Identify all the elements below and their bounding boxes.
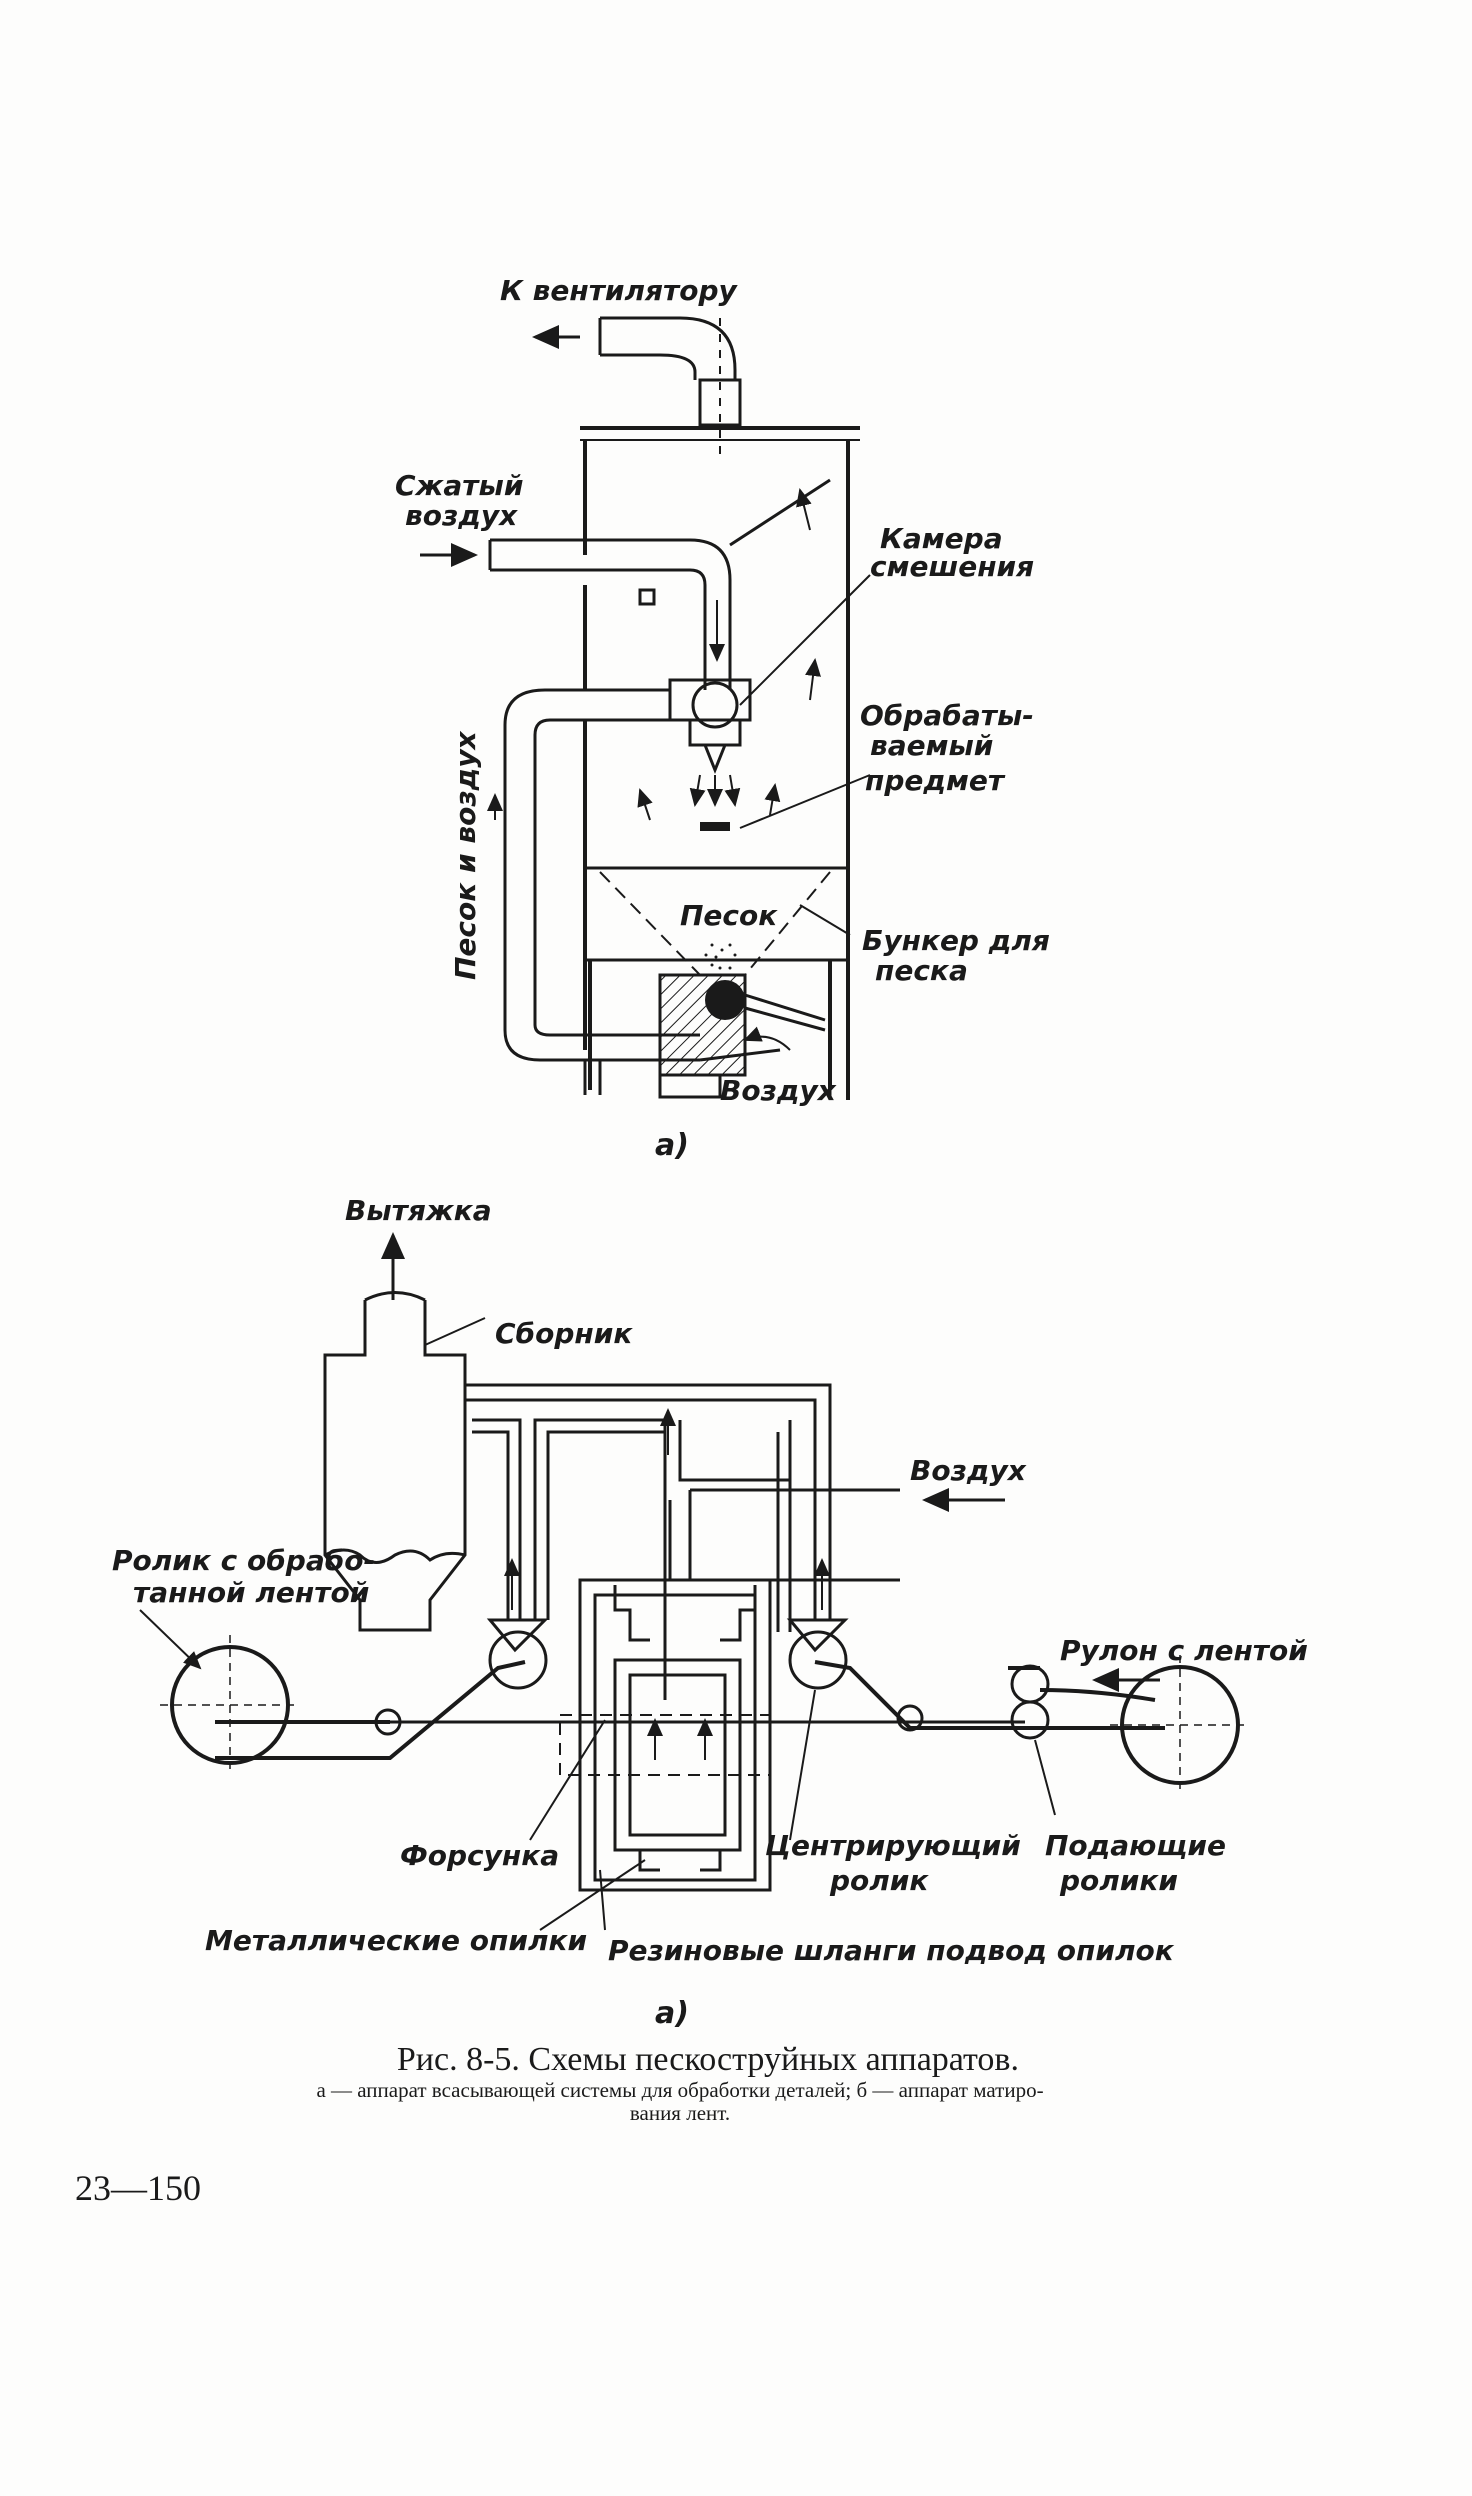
tape	[215, 1660, 1165, 1760]
collector	[323, 1291, 467, 1632]
ejector	[658, 973, 826, 1099]
label-exhaust: Вытяжка	[345, 1194, 492, 1227]
diagram-b: Вытяжка Сборник Воздух Ролик с обрабо- т…	[112, 1194, 1308, 2031]
label-sand: Песок	[680, 899, 778, 932]
label-air-b: Воздух	[910, 1454, 1027, 1487]
label-metal-filings: Металлические опилки	[205, 1924, 587, 1957]
caption-note-2: вания лент.	[630, 2101, 730, 2125]
sand-dots	[704, 943, 737, 970]
caption-title: Рис. 8-5. Схемы пескоструйных аппаратов.	[397, 2041, 1019, 2078]
legs	[583, 1060, 832, 1100]
guide-roller-left	[374, 1708, 402, 1736]
label-roll-with-tape: Рулон с лентой	[1060, 1634, 1308, 1667]
label-sand-hopper-1: Бункер для	[862, 924, 1050, 957]
mixing-chamber	[668, 678, 752, 775]
label-sand-and-air: Песок и воздух	[449, 731, 482, 980]
sand-hopper	[585, 866, 851, 976]
caption: Рис. 8-5. Схемы пескоструйных аппаратов.…	[316, 2041, 1043, 2125]
label-feed-rollers-1: Подающие	[1045, 1829, 1226, 1862]
centering-roller-left	[488, 1630, 548, 1690]
cabinet	[580, 426, 860, 1100]
label-workpiece-2: ваемый	[870, 729, 993, 762]
centering-roller-right	[788, 1630, 848, 1690]
label-collector: Сборник	[495, 1317, 633, 1350]
label-sand-hopper-2: песка	[875, 954, 968, 987]
label-workpiece-1: Обрабаты-	[860, 699, 1034, 732]
caption-note-1: а — аппарат всасывающей системы для обра…	[316, 2078, 1043, 2102]
panel-label-a: а)	[655, 1128, 689, 1163]
label-roller-processed-2: танной лентой	[133, 1576, 369, 1609]
label-nozzle: Форсунка	[400, 1839, 559, 1872]
label-compressed-air-2: воздух	[405, 499, 518, 532]
panel-label-b: а)	[655, 1996, 689, 2031]
workpiece	[700, 822, 730, 831]
label-mixing-chamber-2: смешения	[870, 550, 1034, 583]
compressed-air-pipe	[488, 478, 831, 690]
label-to-fan: К вентилятору	[500, 274, 739, 307]
label-compressed-air-1: Сжатый	[395, 469, 523, 502]
fan-outlet-pipe	[598, 316, 742, 460]
label-centering-roller-2: ролик	[829, 1864, 929, 1897]
diagram-a: К вентилятору Сжатый воздух Камера смеше…	[395, 274, 1050, 1163]
label-roller-processed-1: Ролик с обрабо-	[112, 1544, 375, 1577]
airflow-arrows	[637, 488, 821, 821]
supply-roll	[1110, 1655, 1250, 1795]
label-air-a: Воздух	[720, 1074, 837, 1107]
sand-air-pipe	[503, 688, 700, 1062]
label-feed-rollers-2: ролики	[1059, 1864, 1178, 1897]
label-mixing-chamber-1: Камера	[880, 522, 1003, 555]
label-rubber-hoses: Резиновые шланги подвод опилок	[608, 1934, 1175, 1967]
leader-lines	[529, 1689, 1056, 1931]
label-workpiece-3: предмет	[865, 764, 1006, 797]
label-centering-roller-1: Центрирующий	[765, 1829, 1021, 1862]
processed-roll	[160, 1635, 300, 1775]
page-number: 23—150	[75, 2168, 201, 2208]
ducts	[465, 1383, 900, 1700]
feed-rollers	[1010, 1664, 1050, 1740]
guide-roller-right	[896, 1704, 924, 1732]
